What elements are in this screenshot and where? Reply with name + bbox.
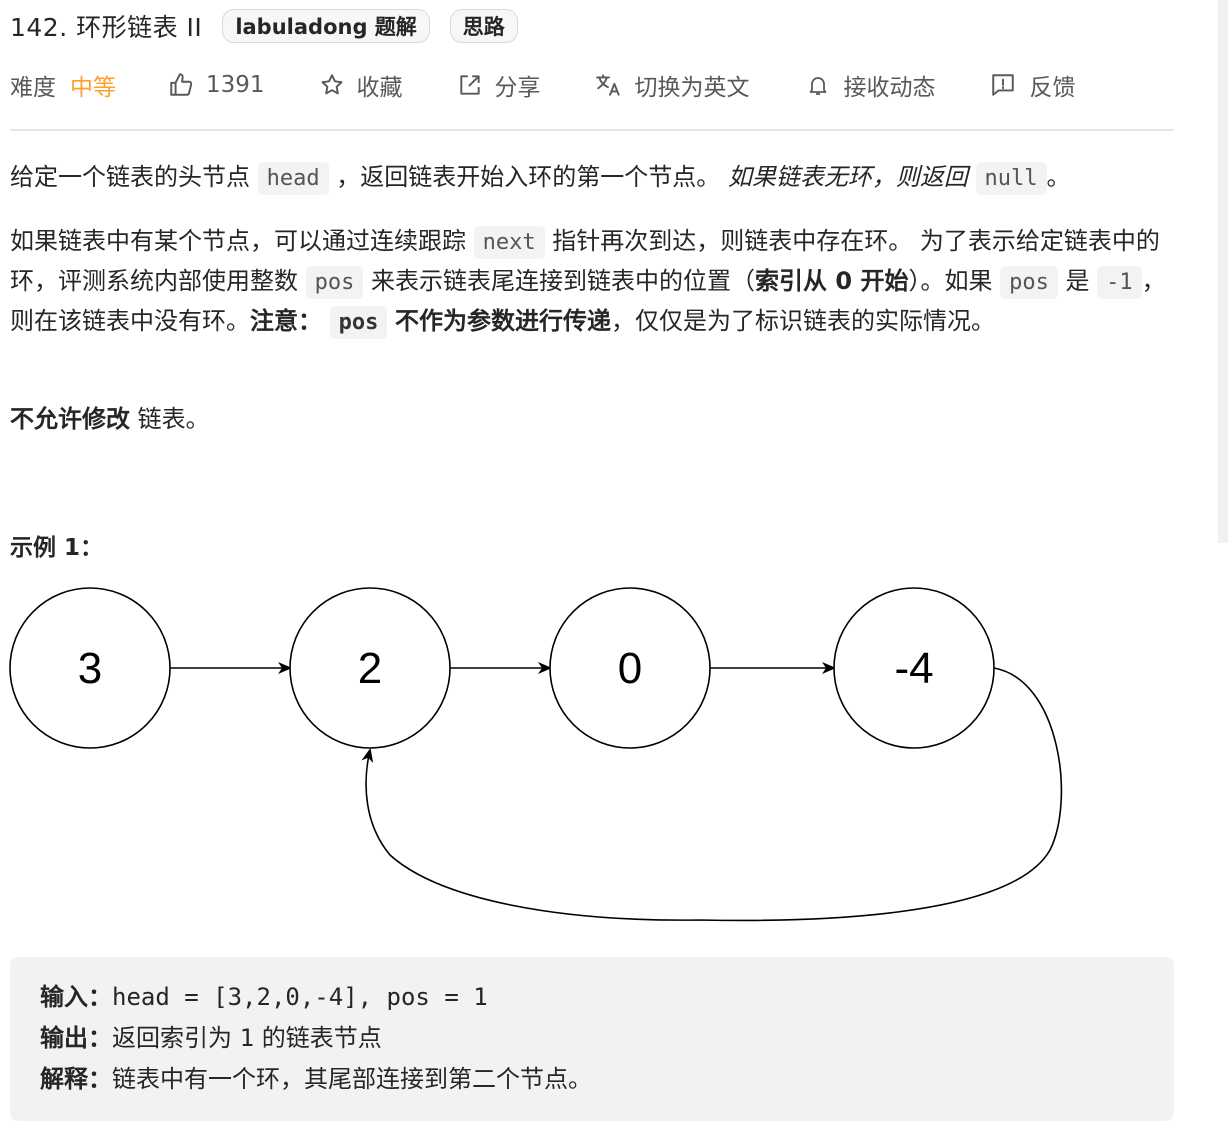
code-pos: pos bbox=[1000, 266, 1058, 299]
list-node: 3 bbox=[9, 587, 171, 749]
share-button[interactable]: 分享 bbox=[457, 68, 541, 102]
thumbs-up-icon bbox=[168, 72, 194, 98]
favorite-button[interactable]: 收藏 bbox=[319, 68, 403, 102]
linked-list-diagram: 3 2 0 -4 bbox=[9, 587, 1063, 922]
input-label: 输入： bbox=[40, 983, 112, 1011]
text: ，则在该链表中没有环。 bbox=[10, 267, 1166, 335]
example-input-line: 输入：head = [3,2,0,-4], pos = 1 bbox=[40, 978, 488, 1016]
tag-thinking[interactable]: 思路 bbox=[449, 9, 518, 43]
bold-no-modify: 不允许修改 bbox=[10, 405, 130, 433]
output-text: 的链表节点 bbox=[254, 1024, 382, 1052]
feedback-icon bbox=[990, 72, 1016, 98]
text: ，仅仅是为了标识链表的实际情况。 bbox=[611, 307, 996, 335]
code-pos: pos bbox=[305, 266, 364, 299]
italic-text: 如果链表无环，则返回 bbox=[727, 163, 976, 191]
translate-icon bbox=[595, 72, 623, 98]
list-node: 0 bbox=[549, 587, 711, 749]
text: 如果链表中有某个节点，可以通过连续跟踪 bbox=[10, 227, 474, 255]
bold-not-param: 不作为参数进行传递 bbox=[395, 307, 612, 335]
description-paragraph-3: 不允许修改 链表。 bbox=[10, 400, 1180, 438]
explain-value: 链表中有一个环，其尾部连接到第二个节点。 bbox=[112, 1065, 592, 1093]
description-paragraph-1: 给定一个链表的头节点 head ，返回链表开始入环的第一个节点。 如果链表无环，… bbox=[10, 158, 1180, 198]
tag-labuladong[interactable]: labuladong 题解 bbox=[222, 9, 430, 43]
text bbox=[322, 307, 330, 335]
text: 链表。 bbox=[130, 405, 210, 433]
example-io-box: 输入：head = [3,2,0,-4], pos = 1 输出：返回索引为 1… bbox=[10, 957, 1174, 1121]
node-value: 3 bbox=[78, 644, 102, 693]
star-icon bbox=[319, 72, 345, 98]
subscribe-button[interactable]: 接收动态 bbox=[806, 68, 936, 102]
text: ）。如果 bbox=[908, 267, 1001, 295]
text: 来表示链表尾连接到链表中的位置（ bbox=[363, 267, 756, 295]
node-value: 2 bbox=[358, 644, 382, 693]
difficulty-label: 难度 bbox=[10, 75, 56, 101]
text: 给定一个链表的头节点 bbox=[10, 163, 258, 191]
output-text: 返回索引为 bbox=[112, 1024, 240, 1052]
divider bbox=[10, 129, 1174, 131]
node-value: 0 bbox=[618, 644, 642, 693]
share-label: 分享 bbox=[494, 75, 541, 101]
list-node: 2 bbox=[289, 587, 451, 749]
code-next: next bbox=[473, 226, 545, 259]
explain-label: 解释： bbox=[40, 1065, 112, 1093]
code-neg1: -1 bbox=[1097, 266, 1142, 299]
node-value: -4 bbox=[894, 644, 933, 693]
example-output-line: 输出：返回索引为 1 的链表节点 bbox=[40, 1019, 382, 1057]
code-null: null bbox=[975, 162, 1047, 195]
feedback-label: 反馈 bbox=[1029, 75, 1076, 101]
output-label: 输出： bbox=[40, 1024, 112, 1052]
example-explain-line: 解释：链表中有一个环，其尾部连接到第二个节点。 bbox=[40, 1060, 592, 1098]
favorite-label: 收藏 bbox=[356, 75, 403, 101]
text: 指针再次到达，则链表中存在环。 为了表示给定链表中的环，评测系统内部使用整数 bbox=[10, 227, 1160, 295]
list-node: -4 bbox=[833, 587, 995, 749]
difficulty-value: 中等 bbox=[70, 75, 116, 101]
translate-label: 切换为英文 bbox=[634, 75, 750, 101]
example-title: 示例 1： bbox=[10, 535, 104, 561]
bold-note: 注意： bbox=[250, 307, 322, 335]
subscribe-label: 接收动态 bbox=[843, 75, 936, 101]
problem-title: 142. 环形链表 II bbox=[10, 13, 203, 42]
input-value: head = [3,2,0,-4], pos = 1 bbox=[112, 983, 488, 1011]
share-icon bbox=[457, 72, 483, 98]
like-count: 1391 bbox=[206, 72, 265, 98]
meta-row: 难度 中等 1391 收藏 分享 bbox=[10, 66, 1076, 104]
description-paragraph-2: 如果链表中有某个节点，可以通过连续跟踪 next 指针再次到达，则链表中存在环。… bbox=[10, 222, 1180, 342]
code-pos-bold: pos bbox=[329, 306, 388, 339]
text: ，返回链表开始入环的第一个节点。 bbox=[328, 163, 728, 191]
title-row: 142. 环形链表 II labuladong 题解 思路 bbox=[10, 6, 538, 46]
text bbox=[387, 307, 395, 335]
translate-button[interactable]: 切换为英文 bbox=[595, 68, 750, 102]
text: 是 bbox=[1057, 267, 1098, 295]
feedback-button[interactable]: 反馈 bbox=[990, 68, 1076, 102]
output-number: 1 bbox=[239, 1024, 255, 1052]
bell-icon bbox=[806, 72, 830, 98]
like-button[interactable]: 1391 bbox=[168, 72, 265, 98]
code-head: head bbox=[257, 162, 329, 195]
text: 。 bbox=[1046, 163, 1071, 191]
edge-cycle-back bbox=[361, 667, 1063, 922]
difficulty: 难度 中等 bbox=[10, 68, 116, 102]
scrollbar[interactable] bbox=[1218, 0, 1228, 543]
bold-index: 索引从 0 开始 bbox=[755, 267, 909, 295]
